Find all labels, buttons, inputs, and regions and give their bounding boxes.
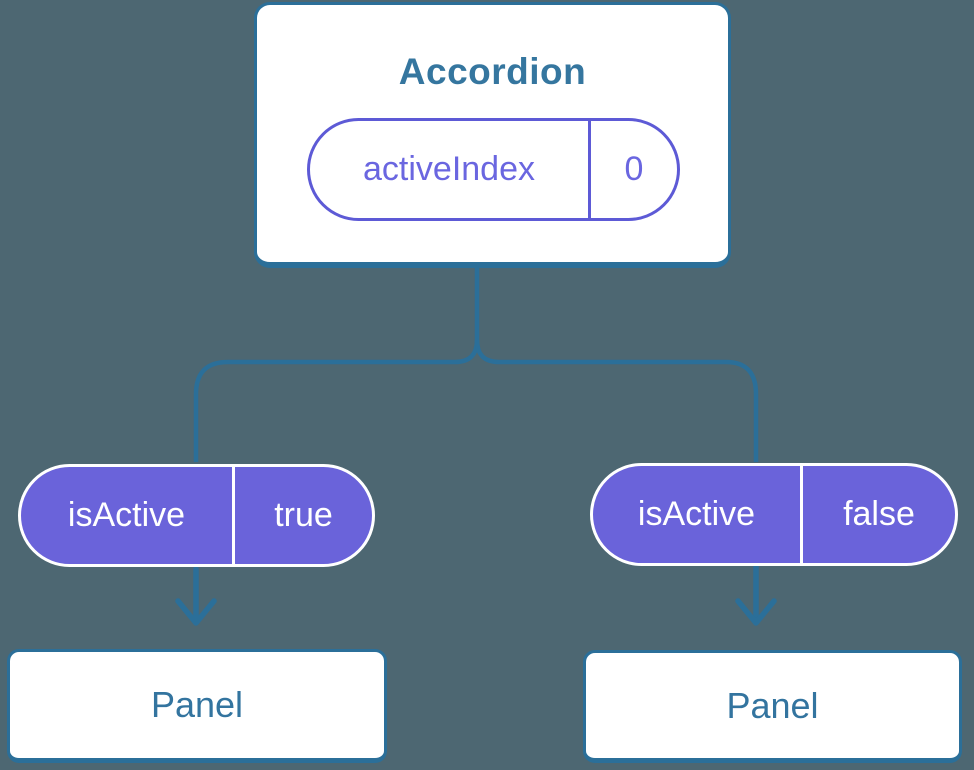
panel-box-right: Panel (583, 650, 962, 763)
pill-divider (232, 467, 235, 564)
arrow-down-icon (175, 566, 217, 626)
prop-value: true (274, 496, 333, 534)
prop-pill-right: isActive false (590, 463, 958, 566)
branch-left-line (193, 264, 480, 462)
panel-box-left: Panel (7, 649, 387, 763)
state-name: activeIndex (363, 150, 535, 188)
prop-name: isActive (67, 496, 186, 534)
arrow-down-icon (735, 563, 777, 626)
state-value: 0 (624, 150, 644, 188)
state-pill: activeIndex 0 (307, 118, 680, 221)
pill-divider (588, 121, 591, 218)
accordion-component-box: Accordion activeIndex 0 (254, 2, 731, 268)
prop-name: isActive (637, 495, 756, 533)
panel-title: Panel (726, 684, 819, 726)
prop-pill-left: isActive true (18, 464, 375, 567)
branch-right-line (474, 339, 759, 462)
panel-title: Panel (150, 684, 244, 725)
component-title: Accordion (398, 51, 587, 92)
prop-value: false (843, 495, 915, 533)
pill-divider (800, 466, 803, 563)
